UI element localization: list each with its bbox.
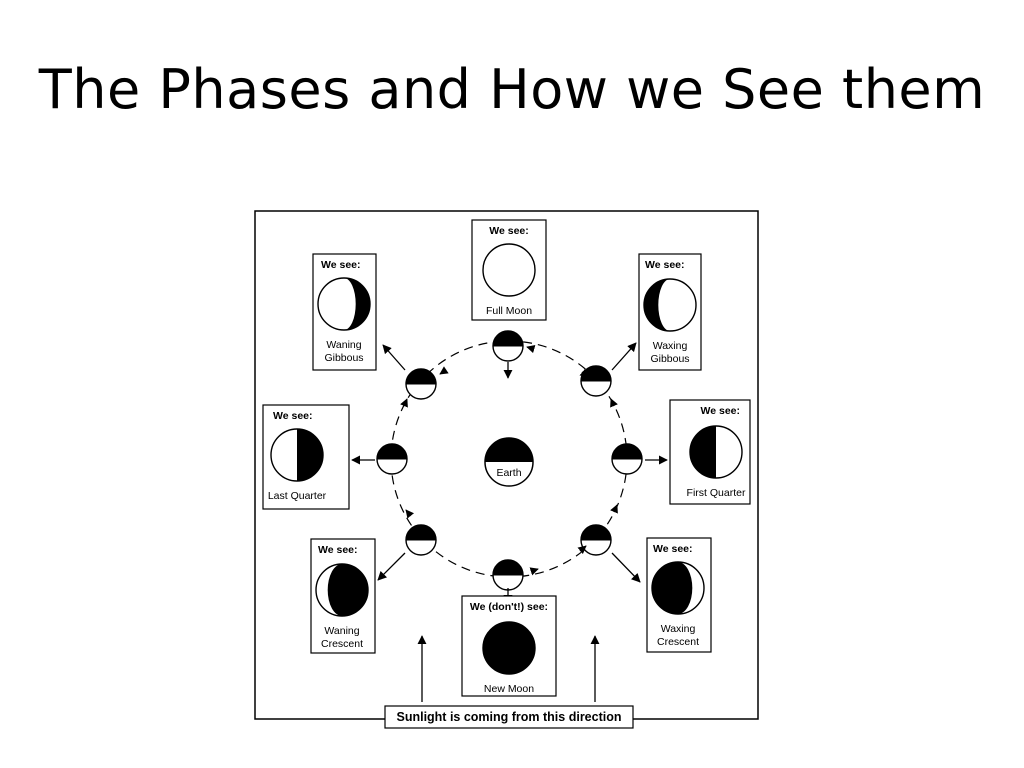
phase-name: Crescent xyxy=(657,636,699,648)
phase-card-full: We see: Full Moon xyxy=(471,219,547,321)
orbit-moon-waning-gibbous xyxy=(405,368,437,400)
phase-name: Waxing xyxy=(661,623,696,635)
phase-header: We (don't!) see: xyxy=(470,601,548,613)
orbit-direction-arrow xyxy=(439,366,449,375)
moon-last-quarter-icon xyxy=(270,428,324,482)
phase-name: New Moon xyxy=(484,683,534,695)
moon-new-icon xyxy=(482,621,536,675)
moon-waxing-gibbous-icon xyxy=(643,278,697,332)
orbit-direction-arrow xyxy=(579,368,589,378)
phase-header: We see: xyxy=(318,544,358,556)
phase-name: Gibbous xyxy=(650,353,689,365)
orbit-moon-full xyxy=(492,330,524,362)
phase-name: Crescent xyxy=(321,638,363,650)
phase-header: We see: xyxy=(645,259,685,271)
phase-name: Waning xyxy=(324,625,359,637)
direction-arrows xyxy=(351,342,668,604)
phase-header: We see: xyxy=(701,405,741,417)
phase-header: We see: xyxy=(489,225,529,237)
phase-card-last-quarter: We see: Last Quarter xyxy=(262,404,350,510)
orbit-direction-arrow xyxy=(610,504,618,514)
phase-name: Gibbous xyxy=(324,352,363,364)
sunlight-label-box xyxy=(384,705,634,729)
orbit-direction-arrow xyxy=(526,345,536,354)
earth-label: Earth xyxy=(496,467,521,479)
orbit-moon-waning-crescent xyxy=(405,524,437,556)
orbit-direction-arrow xyxy=(405,509,415,519)
phase-name: Waxing xyxy=(653,340,688,352)
phase-name: Full Moon xyxy=(486,305,532,317)
moon-full-icon xyxy=(482,243,536,297)
earth: Earth xyxy=(484,437,534,487)
orbit-direction-arrow xyxy=(610,398,618,408)
phase-header: We see: xyxy=(273,410,313,422)
orbit-direction-arrow xyxy=(400,398,408,408)
arrow-waning-crescent xyxy=(377,552,406,581)
slide-title: The Phases and How we See them xyxy=(38,58,986,121)
sunlight-label: Sunlight is coming from this direction xyxy=(396,710,621,724)
phase-card-first-quarter: We see: First Quarter xyxy=(669,399,751,505)
phase-name: First Quarter xyxy=(687,487,746,499)
moon-waxing-crescent-icon xyxy=(651,561,705,615)
sunlight-indicator: Sunlight is coming from this direction xyxy=(384,635,634,729)
orbit-moon-waxing-crescent xyxy=(580,524,612,556)
orbit-moon-new xyxy=(492,559,524,591)
phase-name: Waning xyxy=(326,339,361,351)
orbit-direction-arrow xyxy=(529,567,539,576)
arrow-waxing-crescent xyxy=(611,552,641,583)
arrow-waxing-gibbous xyxy=(611,342,637,371)
phase-card-new: We (don't!) see: New Moon xyxy=(461,595,557,697)
moon-first-quarter-icon xyxy=(689,425,743,479)
phase-header: We see: xyxy=(653,543,693,555)
moon-waning-crescent-icon xyxy=(315,563,369,617)
orbit-moon-waxing-gibbous xyxy=(580,365,612,397)
orbit-moon-first-quarter xyxy=(611,443,643,475)
orbit-direction-arrow xyxy=(577,545,587,555)
orbit-moon-last-quarter xyxy=(376,443,408,475)
phase-name: Last Quarter xyxy=(268,490,327,502)
arrow-waning-gibbous xyxy=(382,344,406,371)
moon-waning-gibbous-icon xyxy=(317,277,371,331)
phase-header: We see: xyxy=(321,259,361,271)
